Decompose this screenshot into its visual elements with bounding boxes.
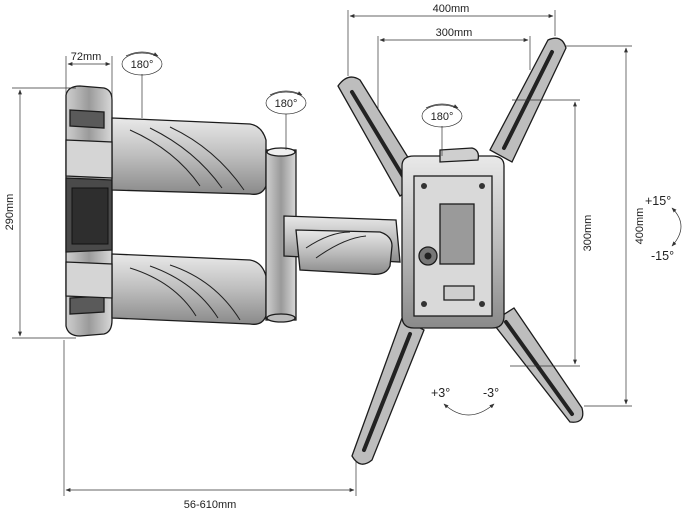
dim-label-top-outer: 400mm [433, 3, 470, 15]
dim-400mm-right [566, 45, 632, 407]
rotation-indicator-joint [265, 90, 307, 150]
dim-300mm-right [510, 99, 580, 367]
level-label-left: +3° [431, 386, 450, 400]
rotation-indicator-head [421, 103, 463, 156]
dim-400mm-top [347, 10, 556, 76]
front-arm [283, 215, 401, 275]
dim-label-top-inner: 300mm [436, 27, 473, 39]
dim-label-right-inner: 300mm [582, 215, 594, 252]
level-label-right: -3° [483, 386, 499, 400]
tilt-label-up: +15° [645, 194, 671, 208]
vesa-bracket [337, 37, 584, 465]
wall-plate [65, 85, 113, 337]
rotation-label-head: 180° [431, 111, 454, 123]
tilt-label-down: -15° [651, 249, 674, 263]
center-joint [265, 147, 297, 323]
lower-arm [65, 253, 267, 325]
dim-label-right-outer: 400mm [634, 208, 646, 245]
rotation-label-upper: 180° [131, 59, 154, 71]
dim-300mm-top [377, 36, 531, 110]
dim-label-extension: 56-610mm [184, 499, 237, 511]
dim-290mm [12, 87, 76, 339]
level-indicator [443, 403, 495, 416]
dim-56-610mm [63, 340, 357, 496]
dim-label-290mm: 290mm [4, 194, 16, 231]
rotation-indicator-upper [121, 51, 163, 118]
tilt-indicator [671, 207, 682, 247]
rotation-label-joint: 180° [275, 98, 298, 110]
dim-label-72mm: 72mm [71, 51, 102, 63]
